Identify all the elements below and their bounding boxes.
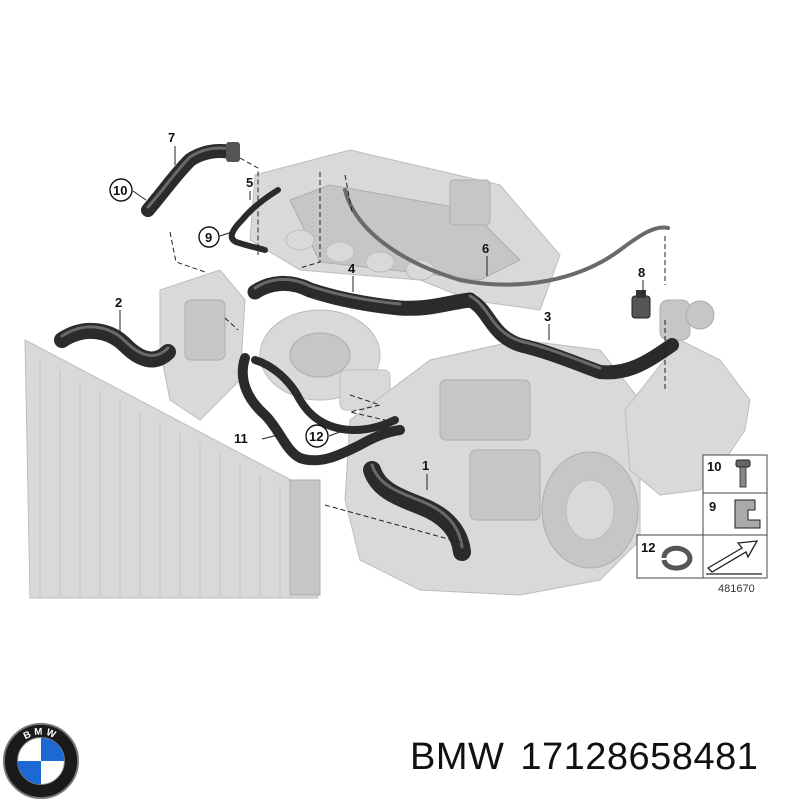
turbocharger: [259, 309, 391, 411]
callout-5: 5: [246, 175, 253, 190]
bolt-icon: [735, 459, 751, 488]
callout-4: 4: [348, 261, 356, 276]
hose-2: [54, 322, 176, 368]
hose-5: [228, 187, 281, 253]
temperature-sensor-8: [631, 290, 651, 319]
legend-label-12: 12: [641, 540, 655, 555]
pipe-6: [343, 188, 670, 287]
callout-7: 7: [168, 130, 175, 145]
callout-11: 11: [234, 431, 248, 446]
brand-name: BMW: [410, 736, 505, 778]
hose-4: [247, 276, 478, 316]
callout-1: 1: [422, 458, 429, 473]
clamp-icon: [734, 499, 761, 529]
arrow-icon: [706, 540, 762, 575]
bmw-logo: BMW: [2, 722, 80, 800]
part-caption: BMW 17128658481: [410, 736, 790, 788]
cylinder-head: [249, 149, 561, 311]
callout-8: 8: [638, 265, 645, 280]
hose-clip-icon: [661, 545, 693, 571]
callout-2: 2: [115, 295, 122, 310]
hose-3: [463, 293, 679, 380]
leader-lines: [119, 146, 666, 546]
hose-1: [363, 461, 471, 561]
diagram-reference-number: 481670: [718, 583, 755, 595]
thermostat-housing: [159, 269, 246, 421]
callout-12: 12: [309, 429, 323, 444]
legend-label-9: 9: [709, 499, 716, 514]
callout-3: 3: [544, 309, 551, 324]
callout-9: 9: [205, 230, 212, 245]
legend-label-10: 10: [707, 459, 721, 474]
callout-6: 6: [482, 241, 489, 256]
radiator: [24, 339, 321, 599]
hose-11: [237, 353, 405, 466]
callouts: 7 10 5 9 6 4 8 3 2 11 12 1: [109, 130, 645, 473]
svg-text:BMW: BMW: [22, 726, 60, 742]
callout-10: 10: [113, 183, 127, 198]
parts-legend: 10 9 12 481670: [636, 454, 768, 595]
logo-lettering: BMW: [22, 726, 57, 742]
part-number: 17128658481: [520, 736, 759, 778]
hose-7: [141, 142, 240, 217]
